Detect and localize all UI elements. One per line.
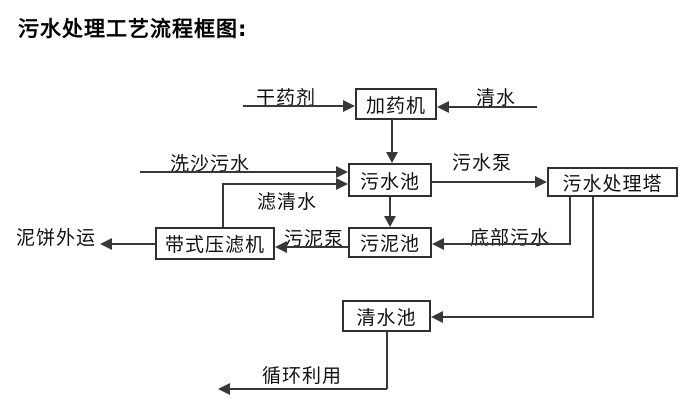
label-sand-washing-sewage: 洗沙污水 — [170, 153, 251, 175]
label-sewage-pump: 污水泵 — [452, 152, 513, 174]
page-title: 污水处理工艺流程框图: — [18, 17, 248, 41]
line-tower-down-left — [569, 197, 571, 244]
line-recycling — [230, 388, 387, 390]
node-dosing-machine: 加药机 — [355, 88, 437, 120]
node-sludge-pool: 污泥池 — [348, 227, 432, 258]
line-filtered-water — [223, 183, 336, 185]
line-sand-washing-sewage — [140, 171, 336, 173]
line-sewage-pump — [432, 181, 535, 183]
line-bottom-sewage — [444, 243, 571, 245]
node-sewage-pool-label: 污水池 — [359, 170, 420, 193]
node-dosing-machine-label: 加药机 — [365, 94, 426, 117]
arrowhead-clean-water-icon — [437, 101, 449, 113]
line-sewage-to-sludge-pool — [389, 197, 391, 216]
node-sludge-pool-label: 污泥池 — [359, 233, 420, 255]
arrowhead-dosing-to-sewage-pool-icon — [386, 152, 398, 163]
label-dry-chemical: 干药剂 — [256, 87, 317, 109]
label-bottom-sewage: 底部污水 — [470, 227, 551, 249]
line-mud-cake-out — [112, 243, 155, 245]
line-tower-down-right — [592, 197, 594, 318]
arrowhead-bottom-sewage-icon — [432, 238, 444, 250]
line-press-up-filtered-water — [222, 183, 224, 227]
node-treatment-tower: 污水处理塔 — [547, 167, 678, 197]
node-belt-filter-press-label: 带式压滤机 — [164, 234, 265, 256]
arrowhead-sewage-pump-icon — [535, 176, 547, 188]
line-clean-water — [449, 106, 537, 108]
node-clean-water-pool-label: 清水池 — [356, 306, 417, 329]
line-sludge-pump — [287, 246, 348, 248]
label-sludge-pump: 污泥泵 — [284, 228, 345, 250]
arrowhead-tower-to-clean-pool-icon — [431, 311, 443, 323]
arrowhead-sewage-to-sludge-pool-icon — [384, 216, 396, 227]
arrowhead-filtered-water-icon — [336, 178, 348, 190]
arrowhead-mud-cake-out-icon — [100, 238, 112, 250]
arrowhead-dry-chemical-icon — [343, 100, 355, 112]
label-recycling: 循环利用 — [262, 365, 343, 387]
label-clean-water: 清水 — [476, 87, 517, 109]
label-mud-cake-out: 泥饼外运 — [16, 227, 97, 249]
node-treatment-tower-label: 污水处理塔 — [562, 172, 663, 195]
node-clean-water-pool: 清水池 — [342, 300, 431, 332]
line-dosing-to-sewage-pool — [391, 120, 393, 152]
line-tower-to-clean-pool — [443, 316, 594, 318]
arrowhead-recycling-icon — [218, 383, 230, 395]
node-sewage-pool: 污水池 — [348, 163, 432, 197]
label-filtered-water: 滤清水 — [257, 191, 318, 213]
line-dry-chemical — [243, 105, 343, 107]
line-clean-pool-down — [386, 332, 388, 389]
node-belt-filter-press: 带式压滤机 — [155, 227, 275, 260]
arrowhead-sludge-pump-icon — [275, 241, 287, 253]
arrowhead-sand-washing-sewage-icon — [336, 166, 348, 178]
